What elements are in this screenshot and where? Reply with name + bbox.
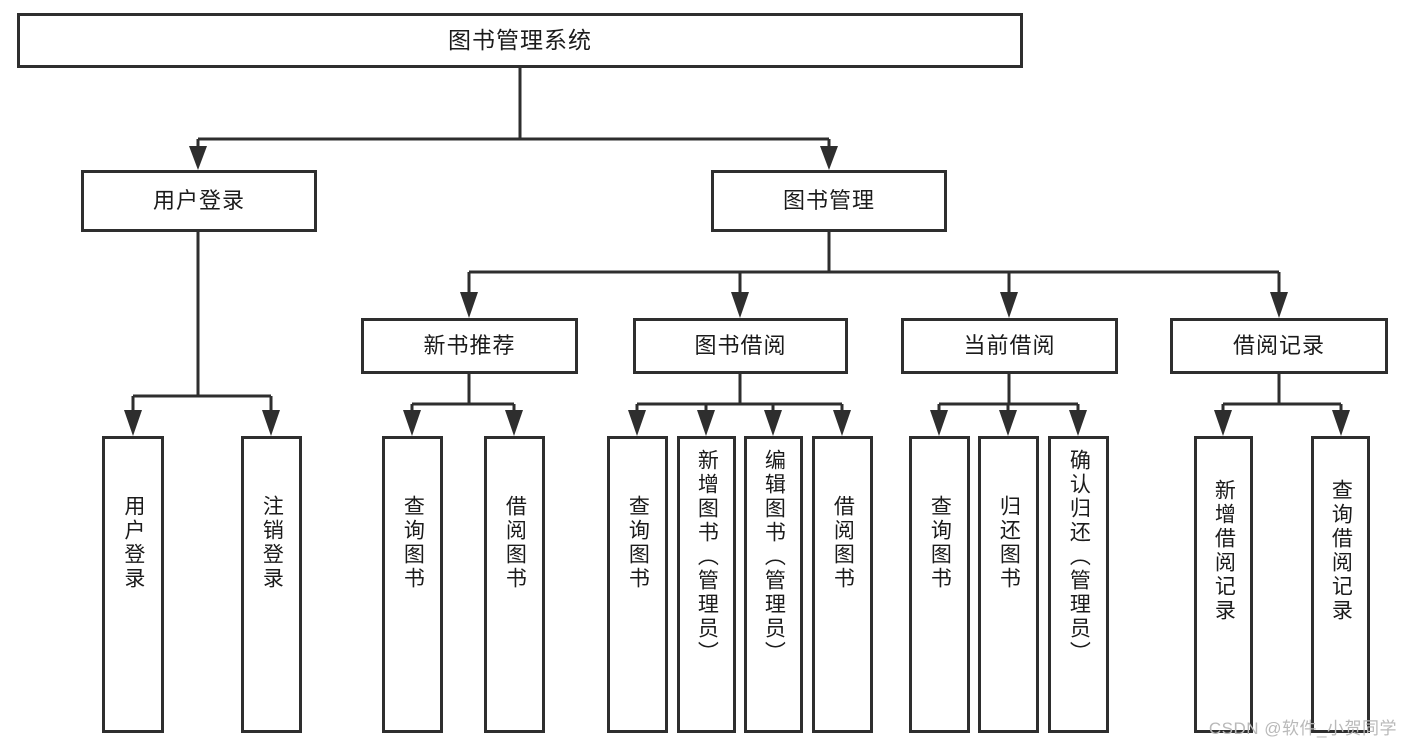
node-label: 图书借阅 [694,333,787,359]
node-label: 图书管理系统 [448,27,592,54]
node-current-borrow[interactable]: 当前借阅 [901,318,1118,374]
arrowhead-book-mgmt [820,146,838,170]
arrowhead-new-book-recommend [460,292,478,318]
leaf-add-borrow-record[interactable]: 新增借阅记录 [1194,436,1253,733]
leaf-add-book-admin[interactable]: 新增图书（管理员） [677,436,736,733]
leaf-logout[interactable]: 注销登录 [241,436,302,733]
arrowhead-leaf-logout [262,410,280,436]
node-label: 用户登录 [121,495,145,591]
arrowhead-leaf-user-login [124,410,142,436]
leaf-query-book-current[interactable]: 查询图书 [909,436,970,733]
node-label: 查询图书 [928,495,952,591]
node-label: 当前借阅 [963,333,1056,359]
leaf-borrow-book-recommend[interactable]: 借阅图书 [484,436,545,733]
node-label: 查询图书 [401,495,425,591]
arrowhead-user-login [189,146,207,170]
node-label: 注销登录 [260,495,284,591]
arrowhead-current-borrow [1000,292,1018,318]
leaf-query-book-recommend[interactable]: 查询图书 [382,436,443,733]
arrowhead-leaf-query-record [1332,410,1350,436]
leaf-user-login[interactable]: 用户登录 [102,436,164,733]
arrowhead-leaf-confirm-return [1069,410,1087,436]
leaf-confirm-return-admin[interactable]: 确认归还（管理员） [1048,436,1109,733]
arrowhead-leaf-query-book-3 [930,410,948,436]
node-label: 归还图书 [997,495,1021,591]
leaf-edit-book-admin[interactable]: 编辑图书（管理员） [744,436,803,733]
node-label: 借阅图书 [503,495,527,591]
arrowhead-leaf-add-book [697,410,715,436]
node-book-management[interactable]: 图书管理 [711,170,947,232]
leaf-query-borrow-record[interactable]: 查询借阅记录 [1311,436,1370,733]
node-book-management-system[interactable]: 图书管理系统 [17,13,1023,68]
node-label: 编辑图书（管理员） [762,449,786,665]
node-label: 借阅图书 [831,495,855,591]
arrowhead-leaf-borrow-book-1 [505,410,523,436]
leaf-borrow-book[interactable]: 借阅图书 [812,436,873,733]
node-new-book-recommend[interactable]: 新书推荐 [361,318,578,374]
arrowhead-leaf-return-book [999,410,1017,436]
node-label: 新增图书（管理员） [695,449,719,665]
arrowhead-borrow-record [1270,292,1288,318]
node-label: 借阅记录 [1232,333,1325,359]
arrowhead-leaf-query-book-2 [628,410,646,436]
leaf-return-book[interactable]: 归还图书 [978,436,1039,733]
node-user-login[interactable]: 用户登录 [81,170,317,232]
arrowhead-book-borrow [731,292,749,318]
arrowhead-leaf-query-book-1 [403,410,421,436]
node-label: 查询借阅记录 [1329,479,1353,623]
node-label: 查询图书 [626,495,650,591]
node-label: 图书管理 [782,188,875,214]
arrowhead-leaf-edit-book [764,410,782,436]
node-book-borrow[interactable]: 图书借阅 [633,318,848,374]
node-label: 用户登录 [152,188,245,214]
node-borrow-record[interactable]: 借阅记录 [1170,318,1388,374]
node-label: 新增借阅记录 [1212,479,1236,623]
leaf-query-book-borrow[interactable]: 查询图书 [607,436,668,733]
node-label: 新书推荐 [423,333,516,359]
node-label: 确认归还（管理员） [1067,449,1091,665]
arrowhead-leaf-add-record [1214,410,1232,436]
arrowhead-leaf-borrow-book-2 [833,410,851,436]
